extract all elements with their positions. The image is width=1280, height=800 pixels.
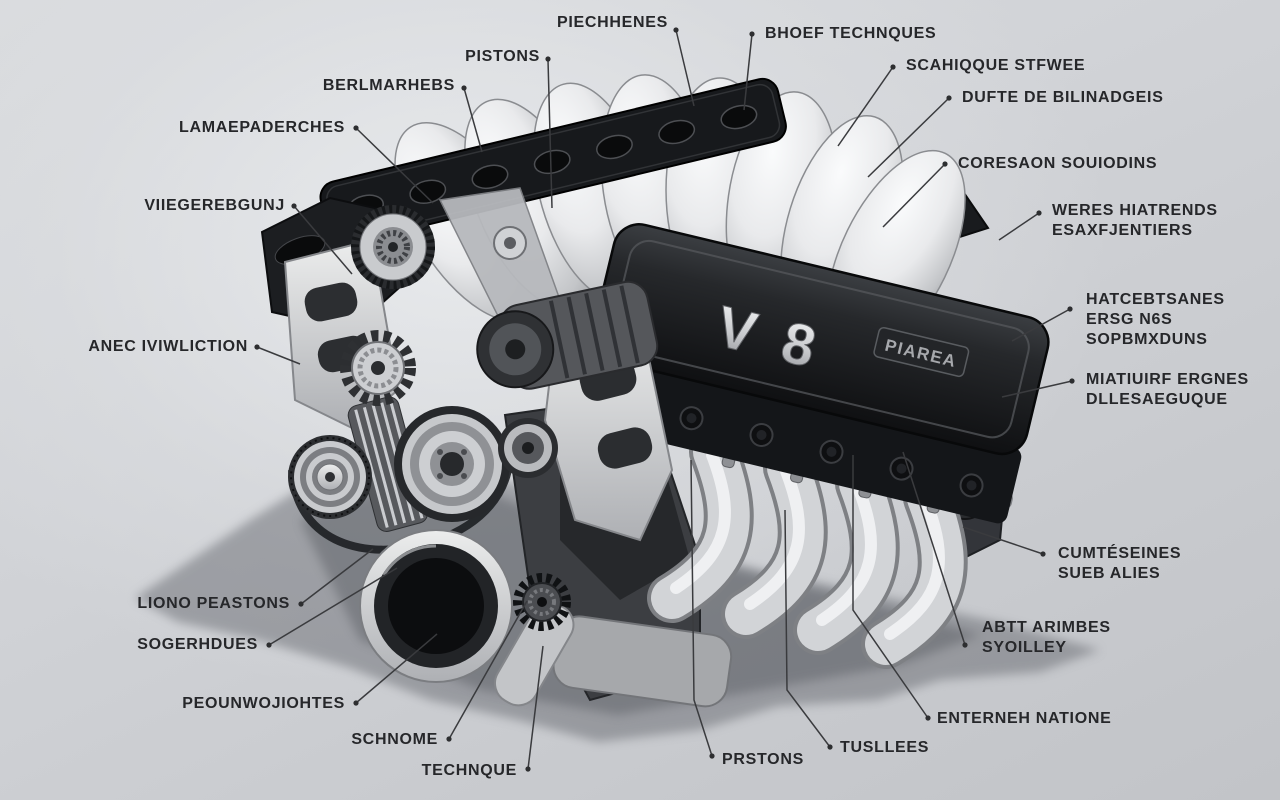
crank-pulley	[394, 406, 510, 522]
right-valve-cover: V 8 PIAREA	[573, 223, 1050, 524]
compressor	[476, 280, 659, 390]
leader-lines	[254, 27, 1075, 772]
part-label-berlmarhebs: BERLMARHEBS	[322, 77, 455, 94]
part-label-prstons: PRSTONS	[722, 751, 804, 768]
part-label-hatcebtsanes: HATCEBTSANES ERSG N6S SOPBMXDUNS	[1086, 291, 1225, 348]
part-label-viiegerebgunj: VIIEGEREBGUNJ	[144, 197, 285, 214]
part-label-lamaepaderches: LAMAEPADERCHES	[179, 119, 345, 136]
part-label-dufte-de-bilinadgeis: DUFTE DE BILINADGEIS	[962, 89, 1164, 106]
part-label-piechhenes: PIECHHENES	[556, 14, 668, 31]
part-label-technque: TECHNQUE	[421, 762, 517, 779]
part-label-liono-peastons: LIONO PEASTONS	[137, 595, 290, 612]
part-label-peounwojiohtes: PEOUNWOJIOHTES	[182, 695, 345, 712]
part-label-scahiqque-stfwee: SCAHIQQUE STFWEE	[906, 57, 1086, 74]
lower-gear	[513, 573, 571, 631]
part-label-tusllees: TUSLLEES	[840, 739, 930, 756]
cam-pulley	[351, 205, 435, 289]
part-label-enterneh-natione: ENTERNEH NATIONE	[937, 710, 1112, 727]
part-label-weres-hiatrends: WERES HIATRENDS ESAXFJENTIERS	[1052, 202, 1218, 239]
part-label-pistons-top: PISTONS	[465, 48, 540, 65]
part-label-sogerhdues: SOGERHDUES	[137, 636, 258, 653]
clutch-pulley	[498, 418, 558, 478]
part-label-abtt-arimbes: ABTT ARIMBES SYOILLEY	[982, 619, 1111, 656]
leader-dots	[254, 27, 1075, 772]
front-accessory-drive	[260, 187, 674, 707]
part-label-cumteseines: CUMTÉSEINES SUEB ALIES	[1058, 545, 1182, 582]
part-label-coresaon-souiodins: CORESAON SOUIODINS	[958, 155, 1158, 172]
part-label-miatiuirf-ergnes: MIATIUIRF ERGNES DLLESAEGUQUE	[1086, 371, 1249, 408]
part-label-schnome: SCHNOME	[351, 731, 438, 748]
part-label-bhoef-technques: BHOEF TECHNQUES	[765, 25, 937, 42]
harmonic-balancer	[359, 529, 513, 683]
idler-pulley	[288, 435, 372, 519]
timing-gear	[340, 330, 416, 406]
part-label-anec-iviwliction: ANEC IVIWLICTION	[88, 338, 248, 355]
